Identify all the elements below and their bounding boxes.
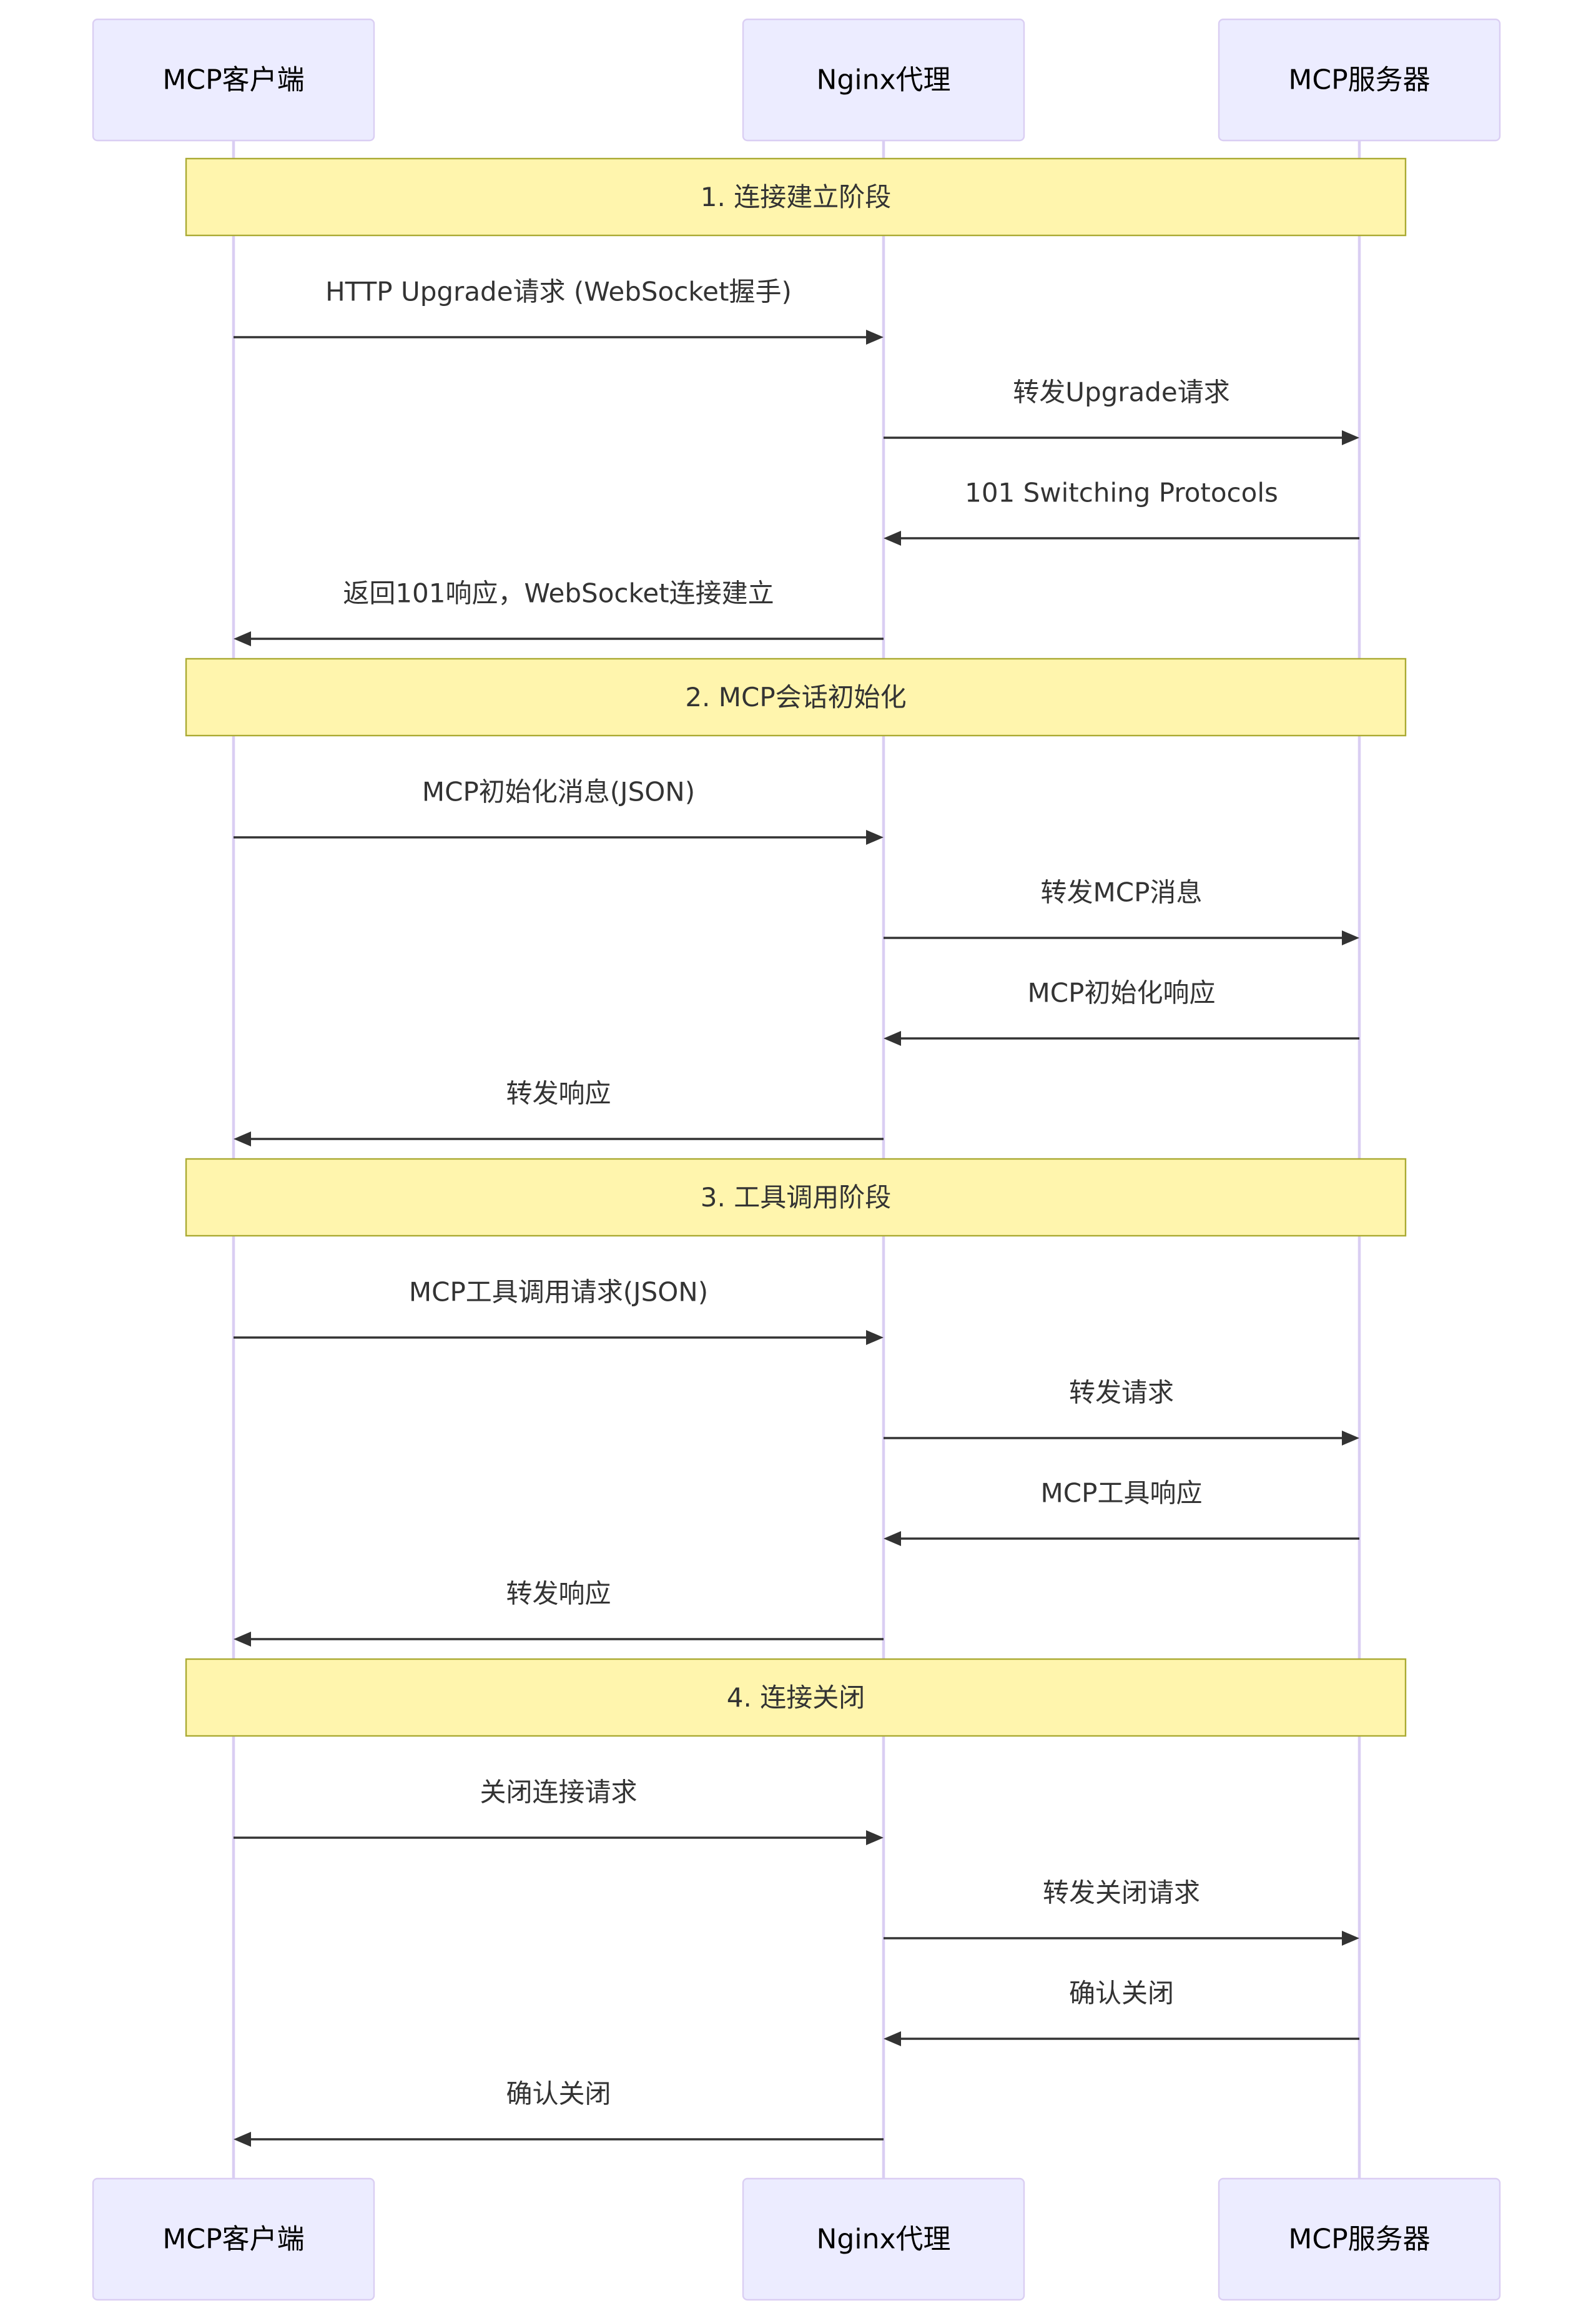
arrowhead-icon — [234, 2132, 251, 2147]
arrowhead-icon — [234, 1632, 251, 1647]
arrowhead-icon — [1342, 1931, 1359, 1946]
message-label: 101 Switching Protocols — [965, 478, 1278, 508]
note-label: 2. MCP会话初始化 — [685, 682, 906, 712]
arrowhead-icon — [234, 1131, 251, 1146]
message-label: MCP工具调用请求(JSON) — [409, 1277, 708, 1308]
section-1: 1. 连接建立阶段 HTTP Upgrade请求 (WebSocket握手) 转发U… — [185, 157, 1407, 646]
participant-label: MCP客户端 — [162, 2224, 304, 2255]
note-label: 1. 连接建立阶段 — [701, 182, 891, 212]
participant-label: MCP客户端 — [162, 64, 304, 96]
message-label: 转发响应 — [506, 1579, 611, 1609]
arrowhead-icon — [884, 1031, 901, 1046]
participant-box — [1218, 18, 1501, 142]
message-label: MCP工具响应 — [1041, 1478, 1203, 1509]
participant-box — [92, 2177, 375, 2301]
arrowhead-icon — [234, 631, 251, 646]
section-2: 2. MCP会话初始化 MCP初始化消息(JSON) 转发MCP消息 MCP初始化响应… — [185, 658, 1407, 1146]
participant-label: MCP服务器 — [1288, 2224, 1430, 2255]
message-label: 关闭连接请求 — [480, 1777, 637, 1808]
message-label: 确认关闭 — [506, 2079, 611, 2109]
note-box — [185, 157, 1407, 237]
participant-3-bottom: MCP服务器 — [1218, 2177, 1501, 2301]
message-label: MCP初始化消息(JSON) — [422, 777, 695, 807]
participant-label: Nginx代理 — [817, 64, 951, 96]
message-label: 返回101响应，WebSocket连接建立 — [343, 578, 774, 609]
participant-2-top: Nginx代理 — [742, 18, 1025, 142]
note-box — [185, 1158, 1407, 1237]
arrowhead-icon — [884, 531, 901, 546]
arrowhead-icon — [866, 1830, 884, 1845]
participant-box — [92, 18, 375, 142]
arrowhead-icon — [884, 1531, 901, 1546]
participant-3-top: MCP服务器 — [1218, 18, 1501, 142]
arrowhead-icon — [1342, 430, 1359, 445]
note-box — [185, 1658, 1407, 1737]
message-label: 转发响应 — [506, 1078, 611, 1109]
arrowhead-icon — [1342, 930, 1359, 945]
participant-box — [742, 2177, 1025, 2301]
participant-label: MCP服务器 — [1288, 64, 1430, 96]
participant-1-bottom: MCP客户端 — [92, 2177, 375, 2301]
participant-1-top: MCP客户端 — [92, 18, 375, 142]
message-label: HTTP Upgrade请求 (WebSocket握手) — [325, 277, 792, 307]
arrowhead-icon — [866, 830, 884, 845]
participant-box — [1218, 2177, 1501, 2301]
arrowhead-icon — [1342, 1431, 1359, 1446]
note-label: 4. 连接关闭 — [727, 1682, 865, 1713]
participant-2-bottom: Nginx代理 — [742, 2177, 1025, 2301]
note-label: 3. 工具调用阶段 — [701, 1182, 891, 1213]
message-label: MCP初始化响应 — [1028, 978, 1216, 1008]
arrowhead-icon — [866, 1330, 884, 1345]
note-box — [185, 658, 1407, 737]
participant-box — [742, 18, 1025, 142]
message-label: 转发Upgrade请求 — [1013, 377, 1230, 408]
message-label: 转发请求 — [1069, 1377, 1174, 1408]
participant-label: Nginx代理 — [817, 2224, 951, 2255]
arrowhead-icon — [866, 330, 884, 345]
message-label: 转发MCP消息 — [1041, 877, 1203, 908]
message-label: 确认关闭 — [1069, 1978, 1174, 2009]
arrowhead-icon — [884, 2031, 901, 2046]
message-label: 转发关闭请求 — [1043, 1878, 1200, 1908]
